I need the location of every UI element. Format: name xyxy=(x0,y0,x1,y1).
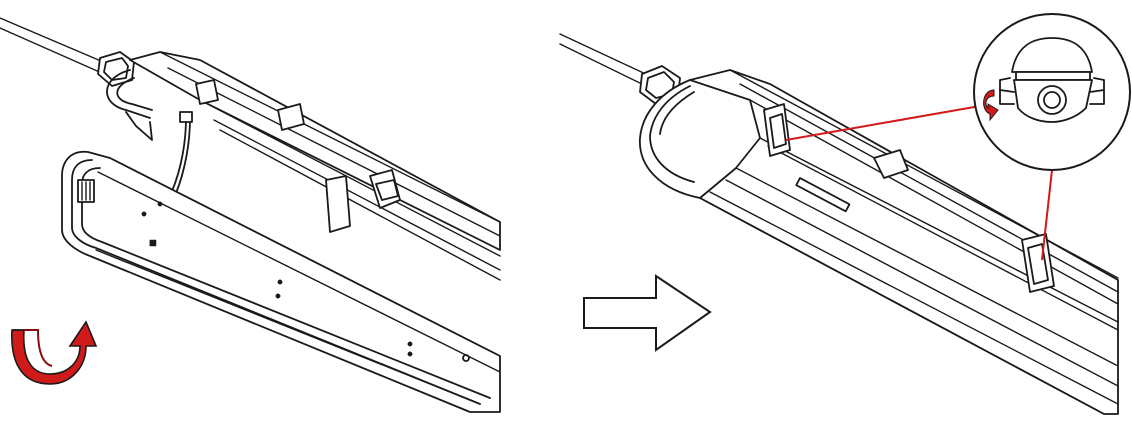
end-cap xyxy=(106,69,153,141)
end-cap xyxy=(639,79,761,199)
cable xyxy=(0,17,109,75)
hook-clip xyxy=(195,79,401,233)
cable xyxy=(559,33,651,87)
hook-clip xyxy=(763,103,1055,293)
diffuser-cover xyxy=(61,150,501,413)
step-2-closed-fixture xyxy=(559,13,1131,415)
housing xyxy=(129,51,501,281)
cable-gland xyxy=(97,51,135,87)
rotate-clip-icon xyxy=(983,89,999,122)
callout-pointer xyxy=(785,105,1053,261)
step-1-open-fixture xyxy=(0,17,501,413)
zoom-callout xyxy=(973,13,1131,171)
closed-housing xyxy=(689,69,1119,415)
right-arrow-icon xyxy=(583,274,712,352)
rotate-arrow-icon xyxy=(11,320,98,385)
end-cap-clip-detail xyxy=(999,37,1105,123)
